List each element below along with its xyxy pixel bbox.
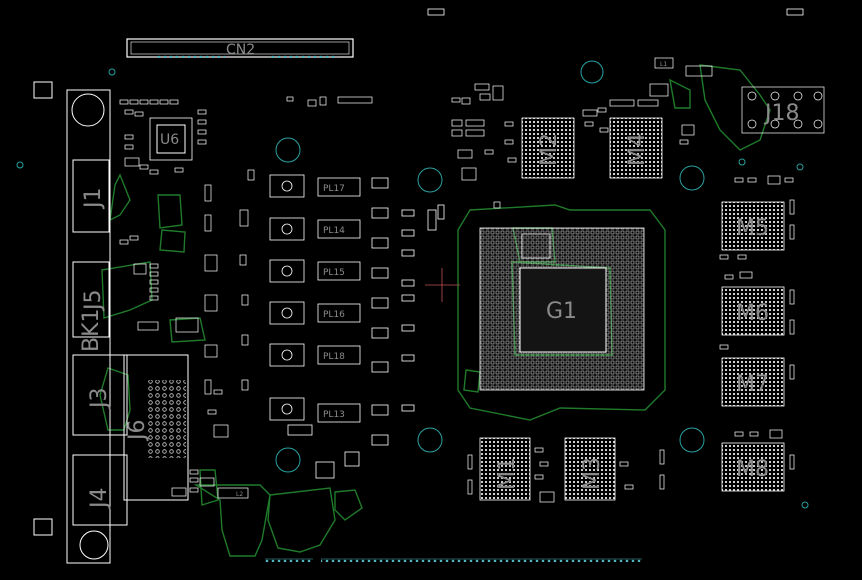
pl15-label: PL15	[323, 268, 345, 278]
m5-label: M5	[736, 216, 769, 241]
cn2-label: CN2	[226, 42, 255, 58]
hole-3	[417, 167, 443, 193]
m3-chip	[564, 437, 616, 501]
pl14-label: PL14	[323, 226, 345, 236]
hole-12	[16, 161, 24, 169]
bk1-label: BK1	[79, 308, 104, 352]
passives-right	[451, 57, 825, 503]
u6-label: U6	[160, 132, 179, 148]
passives-left	[119, 96, 373, 499]
hole-4	[679, 165, 705, 191]
pl18-label: PL18	[323, 352, 345, 362]
m6-chip	[721, 286, 785, 336]
m1-label: M1	[495, 457, 520, 490]
pl16-label: PL16	[323, 310, 345, 320]
m7-label: M7	[736, 372, 769, 397]
hole-10	[796, 163, 804, 171]
m8-chip	[721, 442, 785, 492]
m2-chip	[521, 117, 575, 179]
hole-7	[679, 427, 705, 453]
copper-traces	[99, 64, 771, 557]
hole-5	[275, 447, 301, 473]
g1-gpu: G1	[479, 227, 645, 391]
m7-chip	[721, 357, 785, 407]
cn2-connector: CN2	[126, 38, 354, 58]
l2-label: L2	[236, 491, 243, 498]
m6-label: M6	[736, 301, 769, 326]
j18-label: J18	[763, 101, 799, 126]
fiducial-crosshair	[425, 268, 460, 302]
hole-11	[801, 501, 809, 509]
mounting-holes	[16, 60, 809, 509]
m5-chip	[721, 201, 785, 251]
memory-chips	[479, 117, 785, 501]
j1-label: J1	[81, 188, 106, 211]
j6-label: J6	[125, 420, 150, 443]
power-stage-column	[269, 174, 445, 479]
hole-8	[108, 68, 116, 76]
pl17-label: PL17	[323, 184, 345, 194]
top-part-2	[786, 8, 804, 16]
hole-2	[275, 137, 301, 163]
top-part-1	[427, 8, 445, 16]
hole-6	[417, 427, 443, 453]
m3-label: M3	[580, 457, 605, 490]
j4-label: J4	[87, 488, 112, 511]
hole-1	[580, 60, 604, 84]
pl13-label: PL13	[323, 410, 345, 420]
u6-chip: U6	[149, 117, 193, 161]
m1-chip	[479, 437, 531, 501]
j3-label: J3	[87, 388, 112, 411]
l1-label: L1	[660, 61, 667, 68]
m2-label: M2	[537, 133, 562, 166]
j5-label: J5	[81, 290, 106, 313]
io-bracket	[33, 81, 189, 564]
hole-9	[738, 158, 746, 166]
m4-label: M4	[625, 133, 650, 166]
m8-label: M8	[736, 457, 769, 482]
g1-label: G1	[546, 299, 577, 324]
m4-chip	[609, 117, 663, 179]
pcie-edge-connector	[265, 556, 642, 563]
